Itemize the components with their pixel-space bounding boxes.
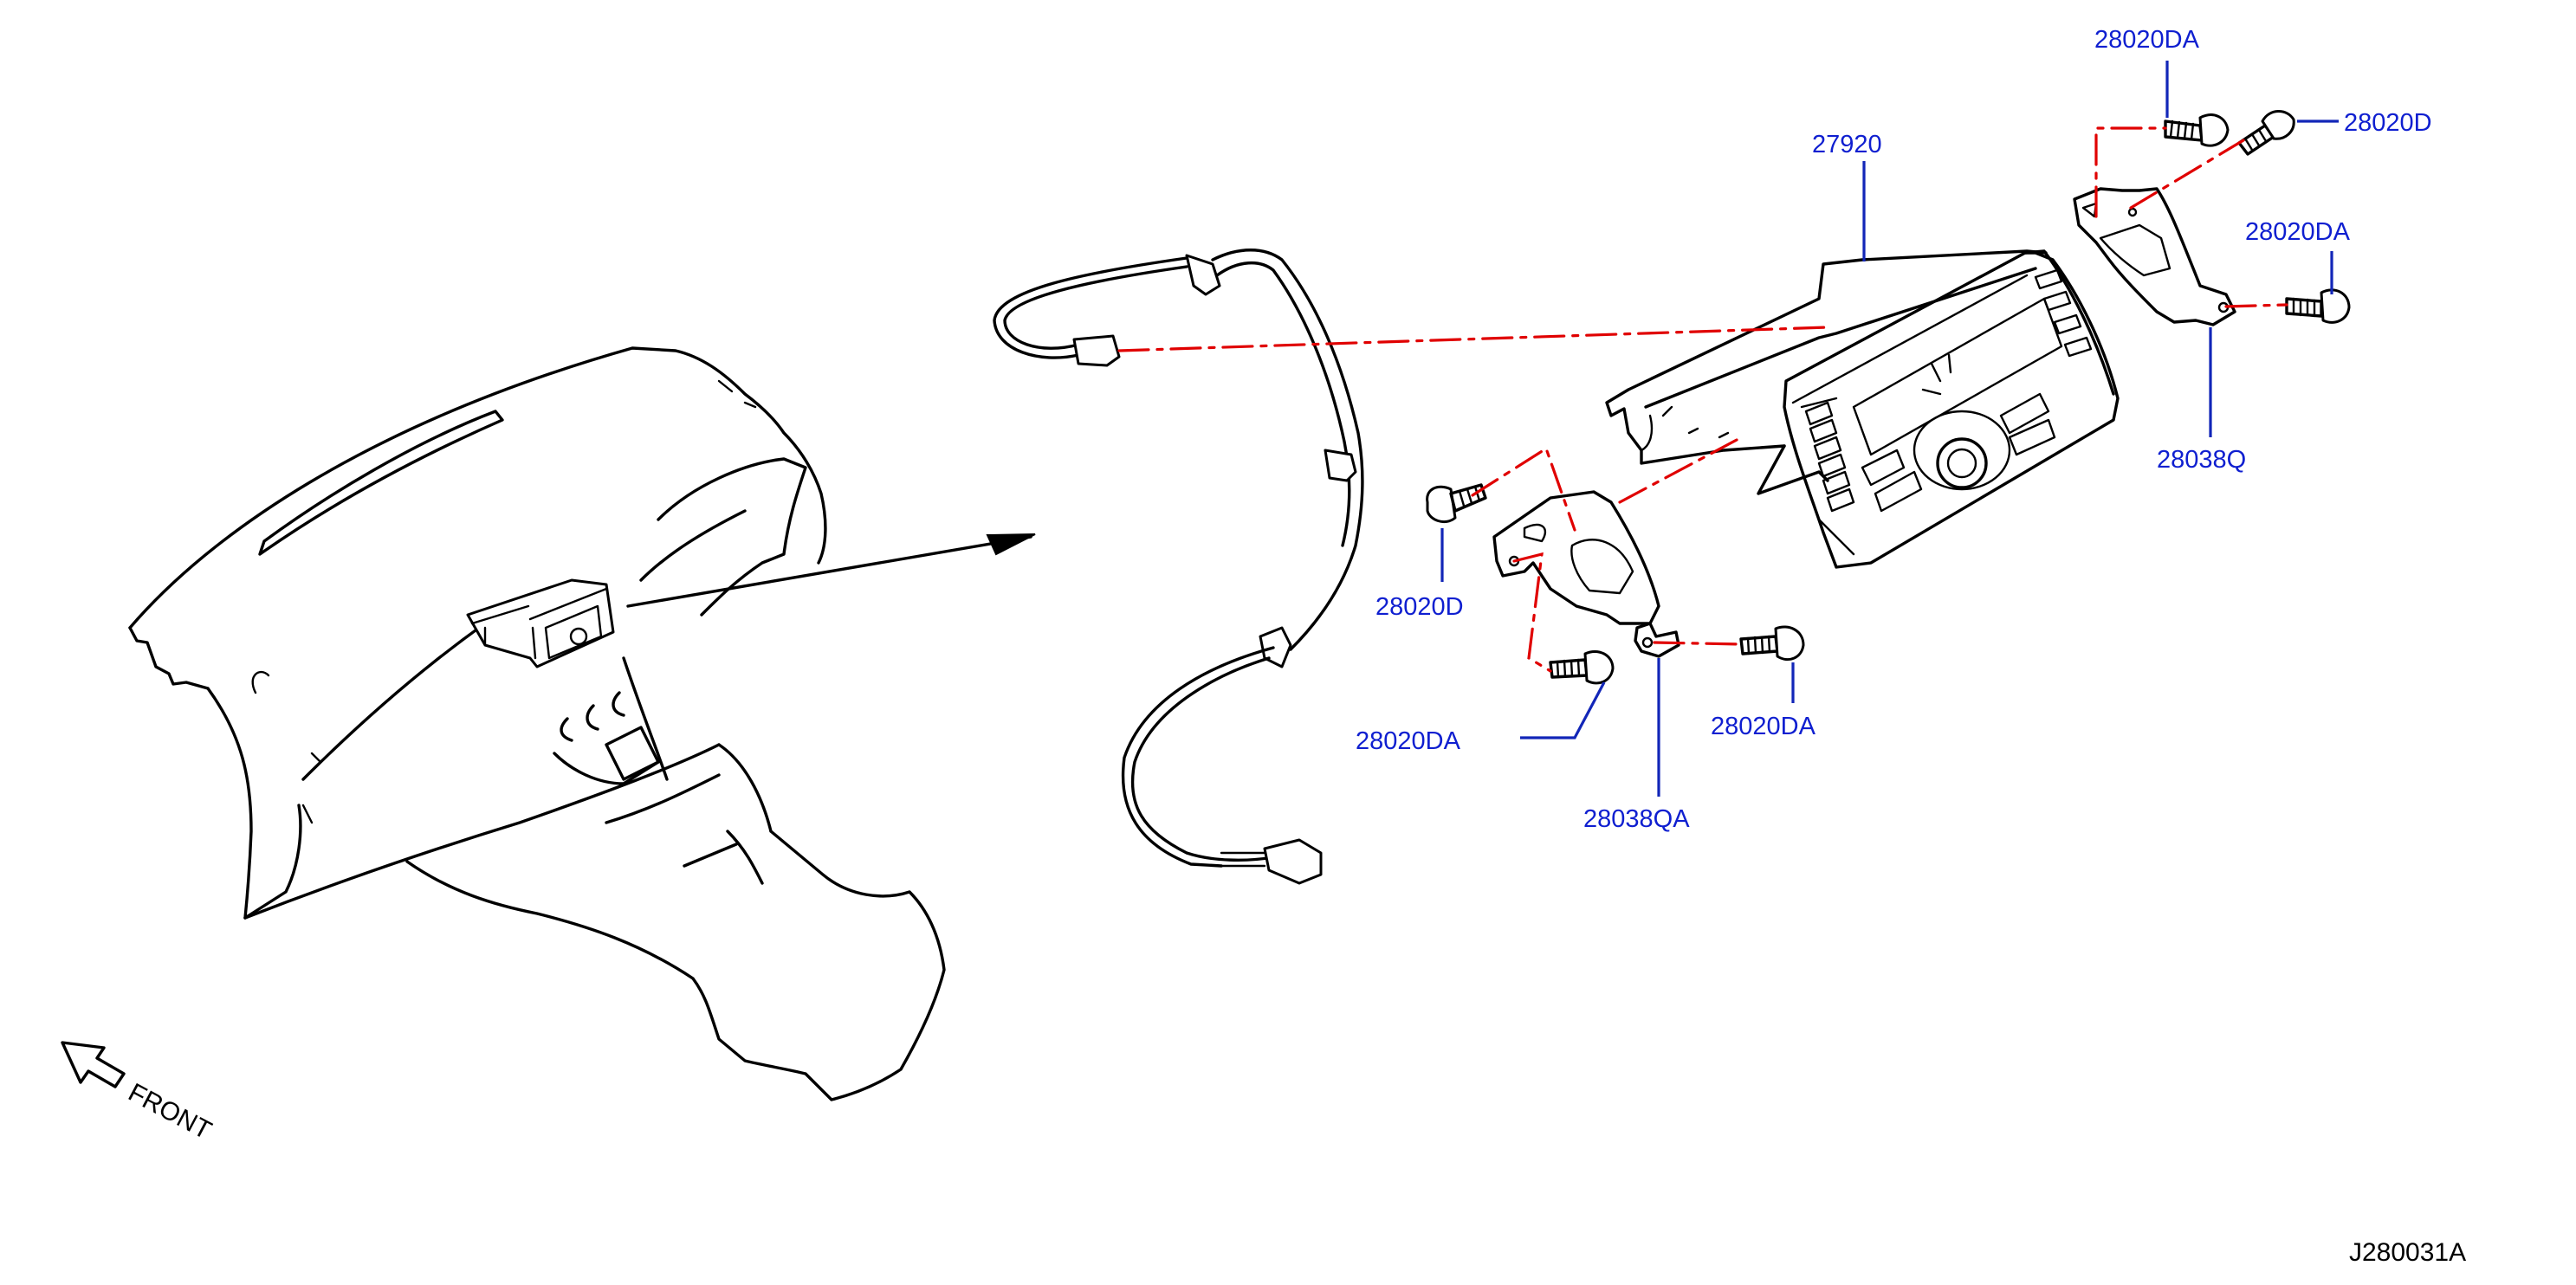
front-label: FRONT [124,1078,217,1146]
screw-28020DA-right [2285,288,2351,324]
part-label-28020D-left[interactable]: 28020D [1375,593,1464,621]
bracket-left-icon [1492,490,1680,658]
illustration-code: J280031A [2349,1238,2466,1267]
part-label-28020DA-mid[interactable]: 28020DA [1711,713,1816,740]
screw-28020D-left [1426,483,1487,523]
bracket-right-icon [2073,187,2236,326]
callout-labels: 27920 28020DA 28020D 28020DA 28038Q 2802… [1356,26,2432,833]
antenna-cable-icon [993,249,1364,885]
part-label-28038Q[interactable]: 28038Q [2157,446,2246,474]
audio-unit-icon [1605,249,2120,569]
front-arrow-icon [61,1041,126,1088]
instrument-panel-icon [128,346,1036,1101]
installed-audio-unit-icon [466,578,615,668]
screw-28020D-top [2237,110,2295,156]
screw-icon [2198,113,2230,147]
assembly-lines [1117,126,2288,673]
screw-28020DA-top [2164,113,2230,147]
screw-28020DA-left [1549,649,1615,685]
part-label-28020DA-top[interactable]: 28020DA [2094,26,2200,54]
screw-28020DA-mid [1739,625,1805,661]
part-label-28020DA-right[interactable]: 28020DA [2245,218,2351,246]
front-indicator: FRONT [61,1041,217,1146]
leader-lines [1440,61,2339,797]
part-label-28020D-top[interactable]: 28020D [2344,109,2432,137]
part-label-27920[interactable]: 27920 [1812,131,1882,158]
part-label-28038QA[interactable]: 28038QA [1583,805,1690,833]
part-label-28020DA-left[interactable]: 28020DA [1356,727,1461,755]
